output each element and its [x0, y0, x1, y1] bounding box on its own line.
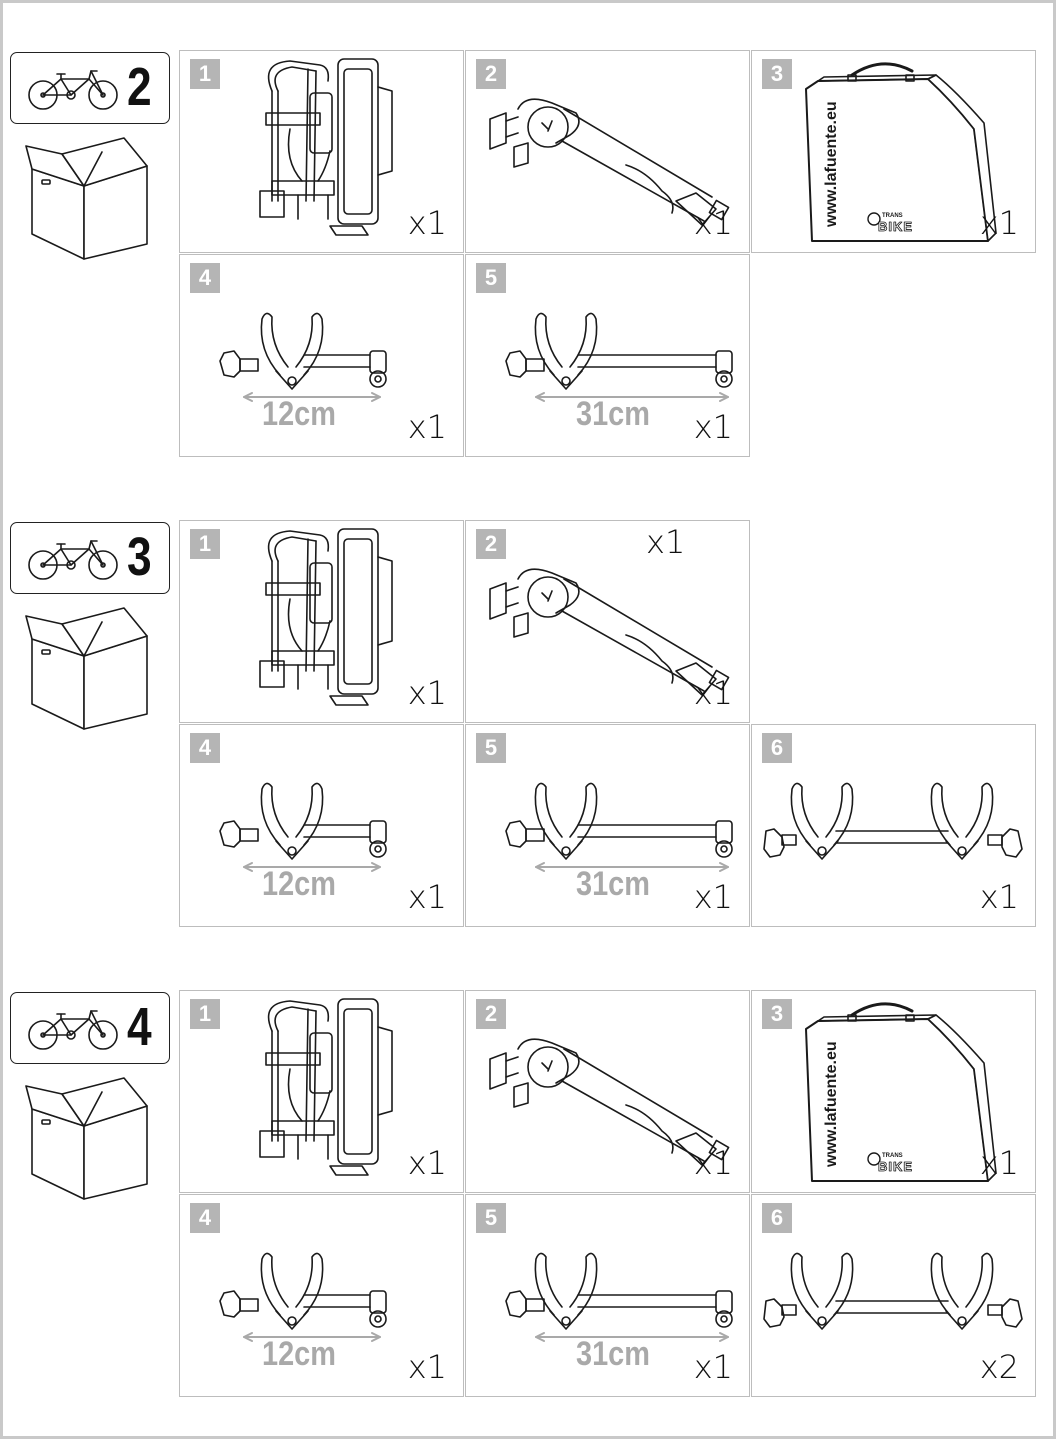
part-cell-clamp-double: 6 x2: [751, 1194, 1036, 1397]
dimension-label: 31cm: [576, 395, 650, 433]
part-number-badge: 4: [190, 1203, 220, 1233]
clamp-double-illustration: [752, 725, 1037, 928]
clamp-long-illustration: [466, 255, 751, 458]
part-cell-clamp-double: 6 x1: [751, 724, 1036, 927]
brand-small-text: TRANS: [882, 1153, 903, 1159]
dimension-label: 31cm: [576, 1335, 650, 1373]
arm-illustration: [466, 51, 751, 254]
part-number-badge: 1: [190, 999, 220, 1029]
part-number-badge: 3: [762, 59, 792, 89]
clamp-double-illustration: [752, 1195, 1037, 1398]
brand-small-text: TRANS: [882, 213, 903, 219]
brand-big-text: BIKE: [878, 1159, 913, 1174]
part-cell-arm: 2 x1: [465, 50, 750, 253]
quantity-label: x1: [407, 408, 447, 446]
package-box-icon: [22, 134, 152, 264]
bike-count-label: 3: [10, 522, 170, 594]
part-cell-arm: 2 x1: [465, 990, 750, 1193]
bag-illustration: www.lafuente.eu TRANS BIKE: [752, 991, 1037, 1194]
dimension-label: 12cm: [262, 395, 336, 433]
bag-url-text: www.lafuente.eu: [823, 1041, 840, 1168]
quantity-label: x1: [693, 204, 733, 242]
part-cell-bag: www.lafuente.eu TRANS BIKE 3 x1: [751, 990, 1036, 1193]
bicycle-icon: [23, 67, 123, 111]
part-cell-mount: 1 x1: [179, 50, 464, 253]
package-box-icon: [22, 604, 152, 734]
quantity-label: x1: [693, 408, 733, 446]
quantity-label-top: x1: [646, 523, 686, 561]
bag-url-text: www.lafuente.eu: [823, 101, 840, 228]
part-number-badge: 6: [762, 1203, 792, 1233]
part-number-badge: 5: [476, 1203, 506, 1233]
quantity-label: x1: [693, 878, 733, 916]
part-number-badge: 6: [762, 733, 792, 763]
part-cell-clamp-long: 5 31cm x1: [465, 724, 750, 927]
quantity-label: x1: [693, 1348, 733, 1386]
clamp-long-illustration: [466, 725, 751, 928]
quantity-label: x1: [979, 204, 1019, 242]
quantity-label: x1: [407, 204, 447, 242]
quantity-label: x1: [693, 1144, 733, 1182]
part-number-badge: 2: [476, 59, 506, 89]
clamp-short-illustration: [180, 725, 465, 928]
dimension-label: 31cm: [576, 865, 650, 903]
bicycle-icon: [23, 537, 123, 581]
part-cell-clamp-short: 4 12cm x1: [179, 254, 464, 457]
part-number-badge: 5: [476, 263, 506, 293]
bike-count-number: 2: [127, 57, 152, 117]
brand-big-text: BIKE: [878, 219, 913, 234]
part-number-badge: 4: [190, 733, 220, 763]
part-cell-clamp-long: 5 31cm x1: [465, 254, 750, 457]
part-cell-mount: 1 x1: [179, 990, 464, 1193]
quantity-label: x2: [979, 1348, 1019, 1386]
quantity-label: x1: [407, 1144, 447, 1182]
part-number-badge: 5: [476, 733, 506, 763]
dimension-label: 12cm: [262, 1335, 336, 1373]
part-number-badge: 3: [762, 999, 792, 1029]
bike-count-label: 4: [10, 992, 170, 1064]
part-number-badge: 2: [476, 999, 506, 1029]
quantity-label: x1: [407, 674, 447, 712]
bike-count-number: 4: [127, 997, 152, 1057]
part-number-badge: 2: [476, 529, 506, 559]
part-cell-clamp-long: 5 31cm x1: [465, 1194, 750, 1397]
part-cell-mount: 1 x1: [179, 520, 464, 723]
part-cell-bag: www.lafuente.eu TRANS BIKE 3 x1: [751, 50, 1036, 253]
part-number-badge: 4: [190, 263, 220, 293]
dimension-label: 12cm: [262, 865, 336, 903]
arm-illustration: [466, 521, 751, 724]
part-cell-arm: 2 x1 x1: [465, 520, 750, 723]
bicycle-icon: [23, 1007, 123, 1051]
mount-illustration: [180, 51, 465, 254]
bike-count-label: 2: [10, 52, 170, 124]
part-cell-clamp-short: 4 12cm x1: [179, 1194, 464, 1397]
part-number-badge: 1: [190, 59, 220, 89]
clamp-short-illustration: [180, 255, 465, 458]
quantity-label: x1: [407, 878, 447, 916]
quantity-label: x1: [979, 1144, 1019, 1182]
mount-illustration: [180, 521, 465, 724]
quantity-label: x1: [407, 1348, 447, 1386]
part-number-badge: 1: [190, 529, 220, 559]
quantity-label: x1: [979, 878, 1019, 916]
part-cell-clamp-short: 4 12cm x1: [179, 724, 464, 927]
clamp-short-illustration: [180, 1195, 465, 1398]
bike-count-number: 3: [127, 527, 152, 587]
quantity-label: x1: [693, 674, 733, 712]
package-box-icon: [22, 1074, 152, 1204]
arm-illustration: [466, 991, 751, 1194]
bag-illustration: www.lafuente.eu TRANS BIKE: [752, 51, 1037, 254]
clamp-long-illustration: [466, 1195, 751, 1398]
mount-illustration: [180, 991, 465, 1194]
